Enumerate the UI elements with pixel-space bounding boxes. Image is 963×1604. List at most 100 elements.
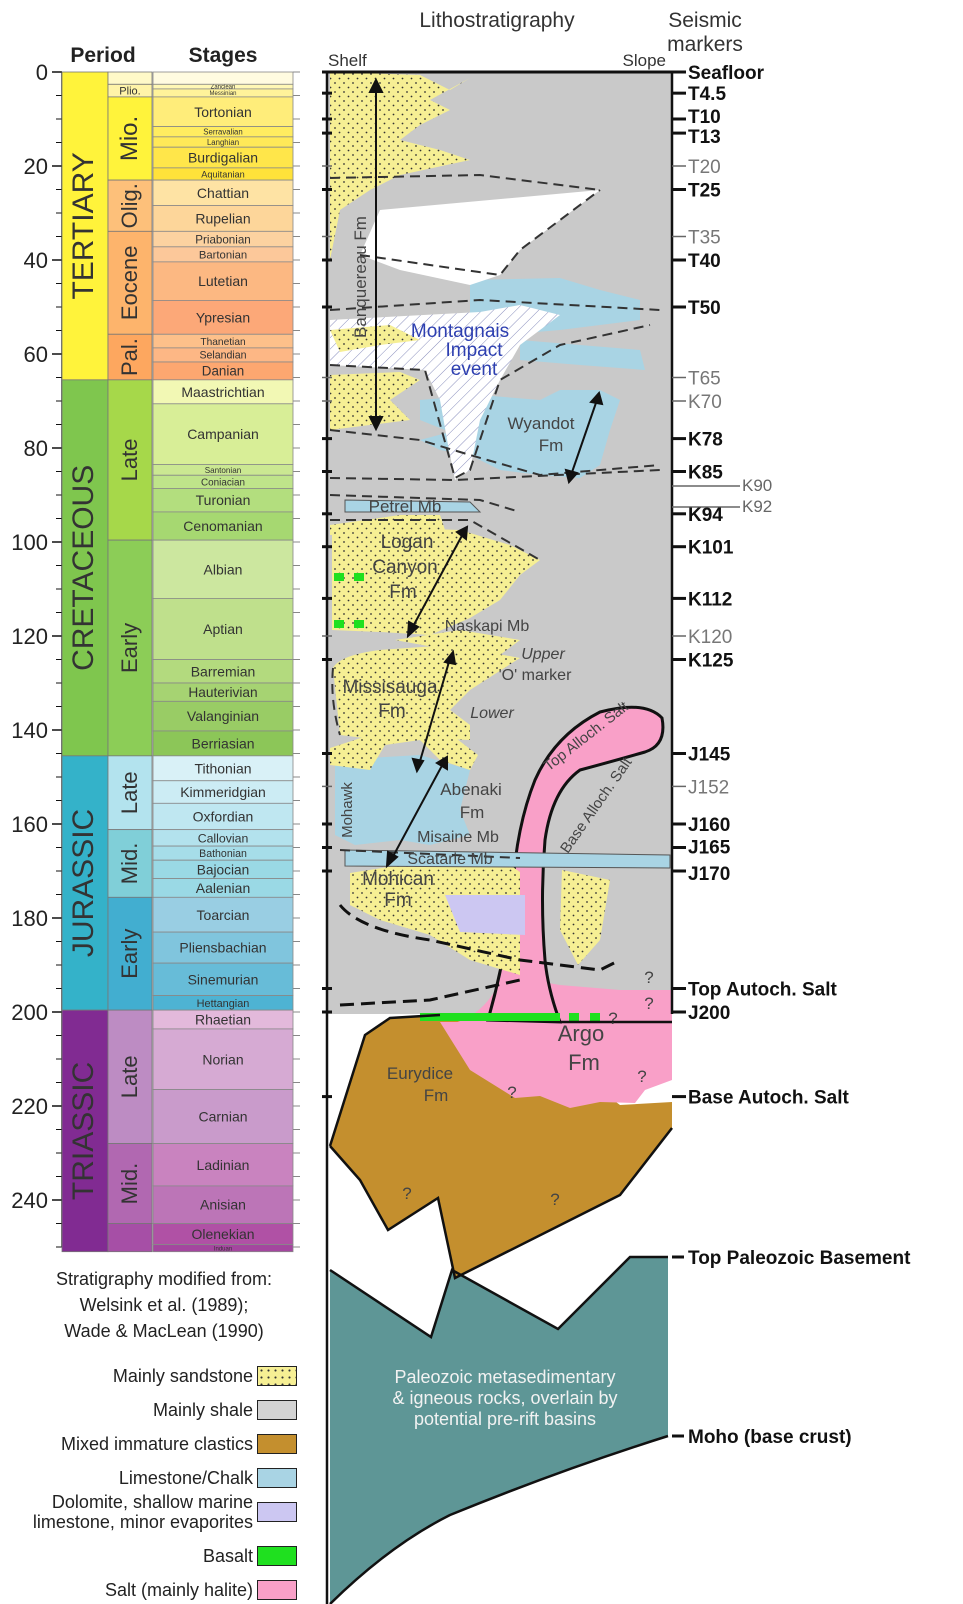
period-label: JURASSIC	[67, 809, 100, 957]
label-missisauga-2: Fm	[378, 701, 405, 722]
label-wyandot-2: Fm	[539, 436, 564, 455]
marker-label: K101	[688, 538, 734, 559]
basement-unit	[330, 1257, 668, 1604]
question-5: ?	[507, 1083, 516, 1102]
stage-label: Anisian	[200, 1197, 246, 1213]
basalt-dash-1	[569, 1013, 579, 1021]
marker-label: Top Autoch. Salt	[688, 980, 837, 1001]
epoch-label: Early	[117, 623, 142, 673]
epoch-column: Plio.Mio.Olig.EocenePal.LateEarlyLateMid…	[108, 72, 152, 1252]
label-wyandot-1: Wyandot	[508, 414, 575, 433]
age-tick-label: 20	[24, 154, 48, 179]
stage-label: Tithonian	[194, 760, 251, 776]
label-scatarie: Scatarie Mb	[407, 851, 492, 868]
label-o-marker: 'O' marker	[499, 667, 572, 684]
age-tick-label: 240	[11, 1188, 48, 1213]
marker-label: K70	[688, 392, 722, 413]
legend-label: Mainly shale	[153, 1400, 253, 1421]
stage-label: Hauterivian	[188, 685, 257, 700]
marker-label: Top Paleozoic Basement	[688, 1248, 911, 1269]
label-logan-3: Fm	[389, 582, 416, 603]
age-tick-label: 180	[11, 906, 48, 931]
stage-label: Aquitanian	[201, 169, 244, 179]
basalt-marker-1	[334, 573, 344, 581]
header-stages: Stages	[189, 44, 258, 67]
marker-label: T40	[688, 251, 721, 272]
marker-label: K94	[688, 505, 723, 526]
legend-swatch	[257, 1546, 297, 1566]
stage-label: Campanian	[187, 426, 259, 442]
legend-label: Mixed immature clastics	[61, 1434, 253, 1455]
stage-label: Cenomanian	[183, 518, 262, 534]
age-tick-label: 0	[36, 60, 48, 85]
question-1: ?	[644, 968, 653, 987]
stage-label: Barremian	[191, 663, 256, 679]
stage-label: Coniacian	[201, 477, 245, 488]
label-petrel: Petrel Mb	[369, 497, 442, 516]
stage-label: Bajocian	[197, 862, 250, 877]
legend-swatch	[257, 1468, 297, 1488]
age-tick-label: 100	[11, 530, 48, 555]
stage-label: Hettangian	[197, 998, 250, 1010]
stage-label: Thanetian	[200, 337, 245, 348]
label-missisauga-1: Missisauga	[342, 677, 437, 698]
epoch-label: Late	[117, 1055, 142, 1098]
label-mohican-1: Mohican	[362, 869, 434, 890]
header-period: Period	[70, 44, 135, 67]
question-4: ?	[637, 1067, 646, 1086]
stage-label: Toarcian	[197, 907, 250, 923]
epoch-label: Late	[117, 771, 142, 814]
stage-label: Messinian	[209, 91, 236, 97]
marker-label: T35	[688, 228, 721, 249]
stage-label: Kimmeridgian	[180, 784, 266, 800]
period-label: TERTIARY	[67, 152, 100, 299]
label-montagnais-2: Impact	[445, 340, 503, 361]
age-tick-label: 40	[24, 248, 48, 273]
label-misaine: Misaine Mb	[417, 829, 499, 846]
label-logan-1: Logan	[381, 532, 434, 553]
label-montagnais-3: event	[451, 359, 498, 380]
quaternary-stage-band	[153, 72, 293, 84]
label-logan-2: Canyon	[372, 557, 438, 578]
stage-label: Rupelian	[195, 210, 250, 226]
stage-label: Bartonian	[199, 249, 247, 261]
label-lower: Lower	[470, 705, 514, 722]
stage-label: Tortonian	[194, 104, 252, 120]
marker-label: K85	[688, 463, 723, 484]
label-abenaki-1: Abenaki	[440, 780, 501, 799]
legend-label: Mainly sandstone	[113, 1366, 253, 1387]
marker-label: K78	[688, 430, 723, 451]
age-tick-label: 60	[24, 342, 48, 367]
marker-label: J170	[688, 864, 730, 885]
legend-item: Salt (mainly halite)	[105, 1578, 297, 1602]
legend-label-line-1: Dolomite, shallow marine	[33, 1492, 253, 1512]
period-label: CRETACEOUS	[67, 465, 100, 671]
basalt-sill	[420, 1013, 560, 1021]
question-6: ?	[402, 1184, 411, 1203]
marker-label: T10	[688, 107, 721, 128]
period-label: TRIASSIC	[67, 1062, 100, 1200]
stage-label: Berriasian	[191, 735, 254, 751]
stage-label: Induan	[214, 1246, 232, 1252]
age-tick-label: 120	[11, 624, 48, 649]
legend-label: Basalt	[203, 1546, 253, 1567]
marker-label: Moho (base crust)	[688, 1427, 852, 1448]
stage-label: Ypresian	[196, 309, 250, 325]
credits-line-3: Wade & MacLean (1990)	[14, 1318, 314, 1344]
legend-item: Mainly shale	[153, 1398, 297, 1422]
marker-label: J160	[688, 815, 730, 836]
marker-label: K90	[742, 476, 772, 495]
stage-label: Oxfordian	[193, 809, 254, 825]
marker-label: T20	[688, 157, 721, 178]
question-7: ?	[550, 1190, 559, 1209]
marker-label: J200	[688, 1003, 730, 1024]
question-2: ?	[644, 994, 653, 1013]
label-mohican-2: Fm	[384, 890, 411, 911]
marker-label: T4.5	[688, 84, 726, 105]
legend-item: Limestone/Chalk	[119, 1466, 297, 1490]
legend-swatch	[257, 1502, 297, 1522]
age-tick-label: 160	[11, 812, 48, 837]
